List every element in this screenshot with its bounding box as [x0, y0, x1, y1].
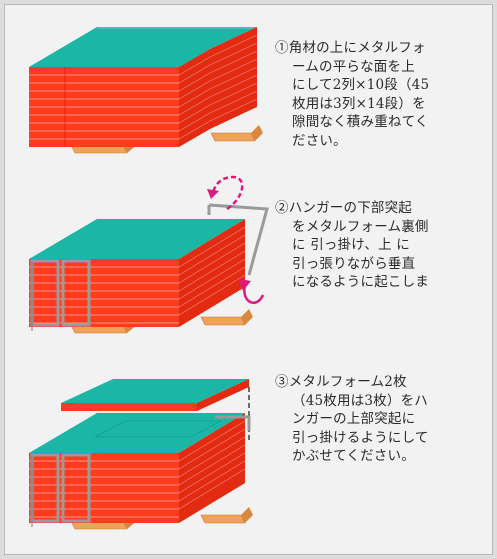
step-1: ①角材の上にメタルフォ ームの平らな面を上 にして2列×10段（45 枚用は3列… — [5, 5, 494, 175]
step-3: ③メタルフォーム2枚 （45枚用は3枚）をハ ンガーの上部突起に 引っ掛けるよう… — [5, 365, 494, 556]
step-1-line: ださい。 — [292, 132, 347, 149]
step-1-line: にして2列×10段（45 — [292, 77, 430, 93]
step-2: ②ハンガーの下部突起 をメタルフォーム裏側 に 引っ掛け、上 に 引っ張りながら… — [5, 175, 494, 365]
step-3-line: 引っ掛けるようにして — [292, 429, 429, 446]
step-3-text: ③メタルフォーム2枚 （45枚用は3枚）をハ ンガーの上部突起に 引っ掛けるよう… — [275, 373, 487, 466]
instruction-panel: ①角材の上にメタルフォ ームの平らな面を上 にして2列×10段（45 枚用は3列… — [4, 4, 493, 555]
step-1-illustration — [29, 27, 263, 154]
step-1-line: ームの平らな面を上 — [292, 58, 415, 75]
step-3-line: ③メタルフォーム2枚 — [275, 374, 407, 390]
step-2-line: に 引っ掛け、上 に — [292, 237, 410, 253]
step-1-line: 枚用は3列×14段）を — [292, 95, 426, 112]
step-2-line: ②ハンガーの下部突起 — [275, 200, 412, 216]
step-3-illustration — [29, 379, 253, 530]
step-2-line: になるように起こしま — [292, 274, 429, 290]
step-2-line: 引っ張りながら垂直 — [292, 255, 416, 272]
step-1-line: 隙間なく積み重ねてく — [292, 114, 429, 130]
step-2-text: ②ハンガーの下部突起 をメタルフォーム裏側 に 引っ掛け、上 に 引っ張りながら… — [275, 199, 487, 292]
step-3-line: ンガーの上部突起に — [292, 411, 416, 427]
step-3-line: （45枚用は3枚）をハ — [292, 392, 428, 409]
step-2-illustration — [29, 175, 269, 334]
step-1-line: ①角材の上にメタルフォ — [275, 40, 426, 56]
step-2-line: をメタルフォーム裏側 — [292, 218, 429, 235]
step-3-line: かぶせてください。 — [292, 448, 415, 464]
step-1-text: ①角材の上にメタルフォ ームの平らな面を上 にして2列×10段（45 枚用は3列… — [275, 39, 487, 150]
